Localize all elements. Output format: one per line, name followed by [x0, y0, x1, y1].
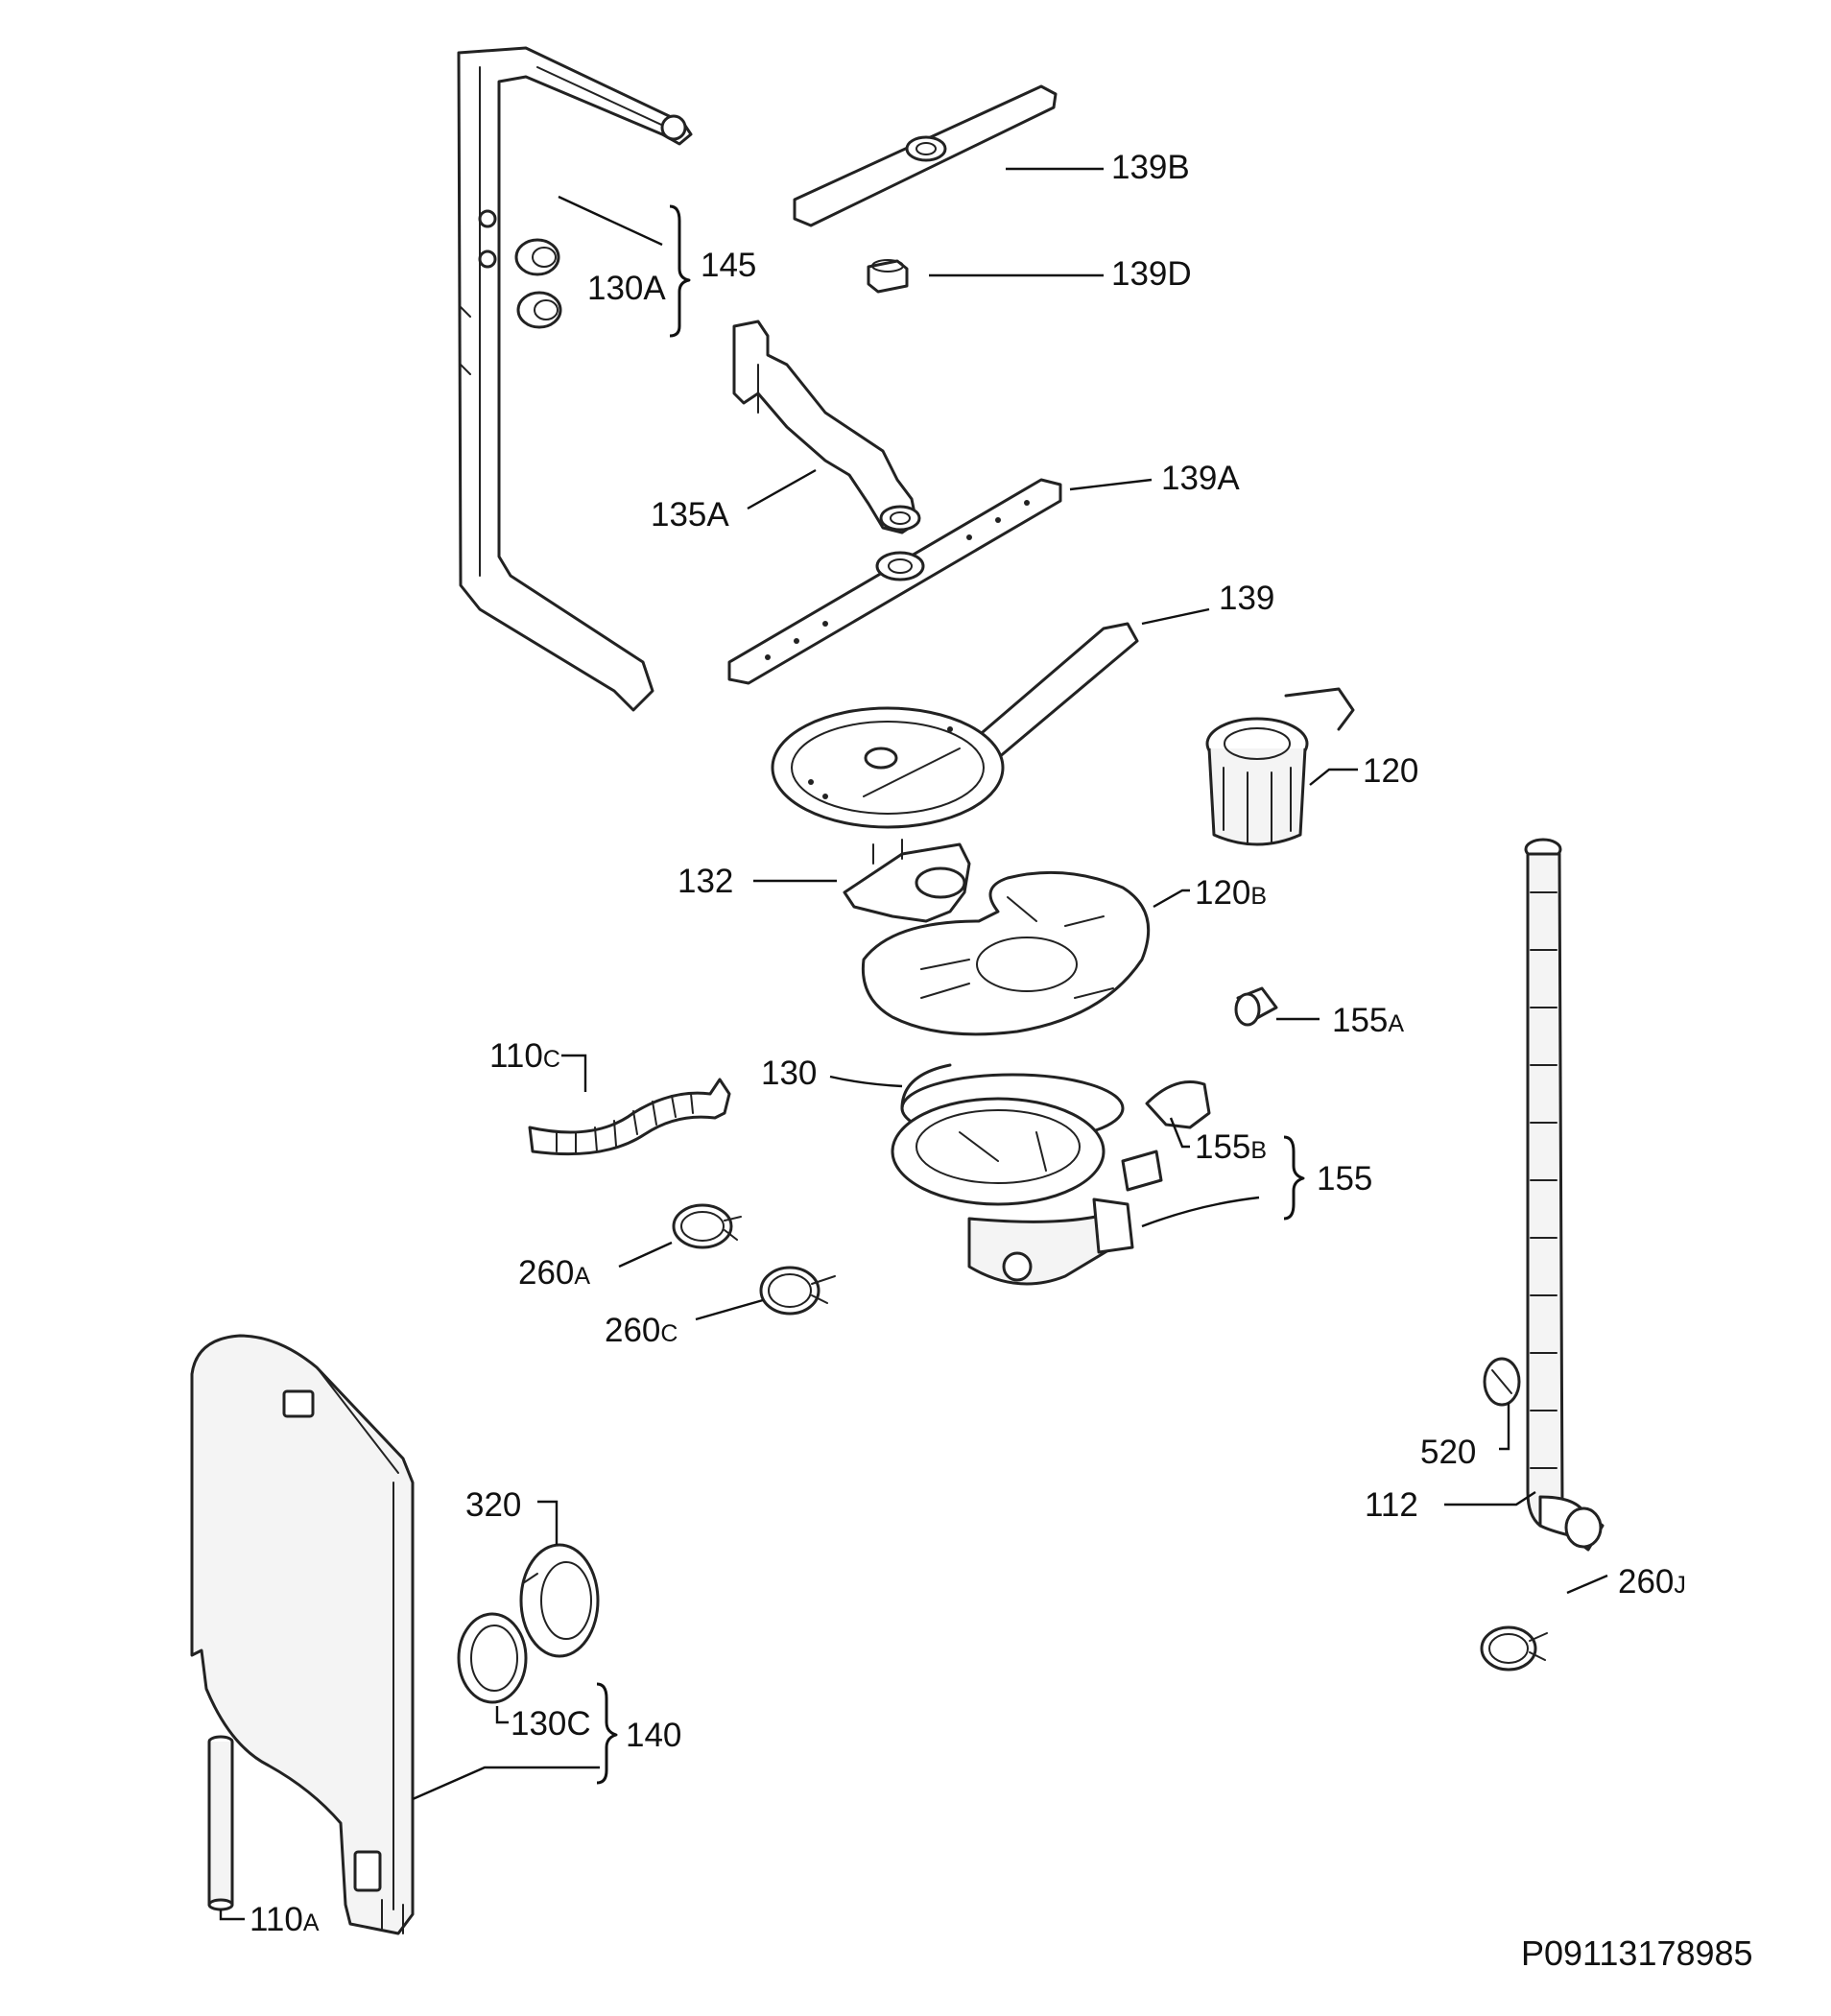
label-139D: 139D — [1111, 255, 1192, 293]
label-130: 130 — [761, 1055, 817, 1092]
part-120B-filter-plate — [861, 870, 1151, 1036]
label-260C: 260C — [605, 1312, 678, 1349]
part-155A-connector — [1234, 986, 1278, 1027]
part-155B-bracket — [1145, 1080, 1211, 1129]
label-139B: 139B — [1111, 149, 1190, 186]
part-140-water-channel — [190, 1334, 415, 1935]
part-120-filter — [1205, 687, 1355, 846]
label-139A: 139A — [1161, 460, 1240, 497]
part-260J-clamp — [1480, 1625, 1548, 1672]
label-155A: 155A — [1332, 1002, 1404, 1039]
label-112: 112 — [1365, 1486, 1418, 1524]
part-132-component — [843, 839, 971, 923]
part-130C-ring — [457, 1612, 528, 1704]
part-520-clip — [1483, 1357, 1521, 1407]
part-110A-tube — [207, 1735, 234, 1911]
label-140: 140 — [626, 1717, 681, 1754]
label-120B: 120B — [1195, 874, 1267, 912]
label-260J: 260J — [1618, 1563, 1686, 1601]
part-139-lower-spray-arm — [771, 622, 1139, 829]
label-139: 139 — [1219, 580, 1274, 617]
part-260A-clamp — [672, 1203, 742, 1249]
label-145: 145 — [701, 247, 756, 284]
part-145-supply-pipe — [457, 46, 693, 712]
part-130A-seals — [514, 238, 562, 329]
part-112-drain-hose — [1524, 838, 1605, 1552]
braces — [596, 204, 1305, 1785]
label-520: 520 — [1420, 1434, 1476, 1471]
label-130A: 130A — [587, 270, 666, 307]
label-132: 132 — [678, 863, 733, 900]
label-155B: 155B — [1195, 1128, 1267, 1166]
part-139A-middle-spray-arm — [727, 478, 1062, 685]
part-110C-hose — [528, 1078, 731, 1156]
part-139B-upper-spray-arm — [793, 84, 1058, 227]
label-120: 120 — [1363, 752, 1418, 790]
reference-code: P09113178985 — [1521, 1933, 1753, 1973]
label-135A: 135A — [651, 496, 729, 534]
callout-labels: 139B 145 130A 139D 135A 139A 139 120 132… — [250, 149, 1686, 1938]
part-139D-nut — [867, 259, 909, 294]
label-110A: 110A — [250, 1901, 320, 1938]
leader-lines — [219, 167, 1608, 1921]
label-155: 155 — [1317, 1160, 1372, 1198]
part-260C-clamp — [759, 1266, 836, 1316]
label-130C: 130C — [511, 1705, 591, 1743]
part-155-sump-pump — [891, 1097, 1163, 1286]
label-320: 320 — [465, 1486, 521, 1524]
label-110C: 110C — [489, 1037, 560, 1075]
part-135A-spray-arm-holder — [732, 320, 921, 534]
part-320-seal — [519, 1543, 600, 1658]
label-260A: 260A — [518, 1254, 590, 1292]
